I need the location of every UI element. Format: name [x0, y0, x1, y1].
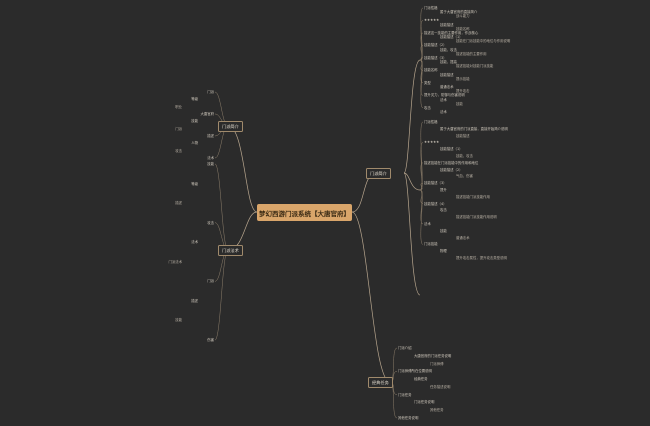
tr-mid_lines-item: 气血、伤害	[456, 174, 473, 179]
tr-mid_lines-item: 门派性格	[424, 120, 438, 124]
tr-mid_lines-item: 描述技能在门派技能中的作用和地位	[424, 160, 479, 165]
tr-lines-item: 技能描述（2）	[424, 43, 447, 48]
tr-lines-item: 提示技能	[456, 76, 470, 81]
tr-lines-item: 法术	[440, 110, 447, 114]
bl-lines-item: 门派	[207, 279, 214, 284]
tl-lines-item: 攻击	[175, 148, 182, 153]
tr-lines-item: 类型	[424, 80, 431, 85]
tr-lines-item: 技能描述	[440, 22, 454, 27]
tr-lines-item: 普通法术	[440, 85, 454, 90]
tr-mid_lines-item: 提升攻击属性，提升攻击类型说明	[456, 256, 507, 260]
tl-lines-item: 职业	[175, 104, 182, 109]
tr-mid_lines-item: ★★★★★	[424, 140, 440, 145]
bl-lines-item: 描述	[191, 298, 198, 303]
branch-menpai-fashu[interactable]: 门派法术	[218, 245, 243, 256]
br-lines-item: 门派师傅所在位置说明	[398, 369, 432, 374]
tr-lines-item: 属于大唐官府的直接简介	[440, 10, 478, 15]
tl-lines-item: 人物	[191, 141, 198, 146]
tr-mid_lines-item: 技能描述（1）	[440, 147, 463, 152]
connector	[419, 45, 424, 61]
branch-jingdian-renwu[interactable]: 经典任务	[368, 377, 393, 388]
br-lines-item: 大唐官府的门派任务说明	[414, 353, 452, 358]
tr-mid_lines-item: 技能描述（4）	[424, 201, 447, 206]
bl-lines-item: 伤害	[207, 338, 214, 342]
tr-lines-item: 技能描述（1）	[440, 35, 463, 40]
tr-mid_lines-item: 技能描述（2）	[440, 167, 463, 172]
connector	[419, 121, 424, 191]
connector	[419, 142, 424, 191]
br-lines-item: 其他任务	[430, 408, 444, 413]
br-lines-item: 门派任务说明	[414, 400, 435, 405]
tr-lines-item: 攻击	[424, 105, 431, 110]
bl-lines-item: 门派法术	[168, 259, 182, 264]
connector	[419, 182, 424, 191]
tl-lines-item: 技能	[191, 119, 198, 124]
branch-menpai-jianjie-right[interactable]: 门派简介	[366, 168, 391, 179]
connector	[419, 189, 424, 245]
tr-lines-item: 描述技能对技能门派技能	[456, 64, 494, 69]
tl-lines-item: 门派	[175, 126, 182, 131]
tr-mid_lines-item: 普通法术	[456, 235, 470, 240]
br-lines-item: 门派师傅	[430, 361, 444, 366]
bl-lines-item: 攻击	[207, 220, 214, 225]
tr-lines-item: 技能、提高	[440, 60, 457, 65]
tr-lines-item: 描述这一技能的主要作用，作战核心	[424, 30, 479, 35]
tr-lines-item: 法术	[440, 97, 447, 102]
tr-mid_lines-item: 法术	[424, 222, 431, 226]
tr-mid_lines-item: 技能描述（3）	[424, 181, 447, 186]
tr-mid_lines-item: 属于大唐官府的门派直接，直接开始简介说明	[440, 126, 508, 131]
tr-lines-item: 技能描述	[440, 72, 454, 77]
tr-mid_lines-item: 物理	[440, 249, 447, 254]
tr-lines-item: 提升攻击	[456, 89, 470, 94]
tl-lines-item: 门派	[207, 90, 214, 94]
tl-lines-item: 等级	[191, 97, 198, 102]
tr-mid_lines-item: 描述技能门派技能作用	[456, 194, 490, 199]
tl-lines-item: 描述	[207, 134, 214, 138]
tr-lines-item: 提升灵力，防御与伤害说明	[424, 93, 465, 98]
tr-lines-item: 技能名称	[424, 68, 438, 73]
tl-lines-item: 法术	[207, 156, 214, 160]
br-lines-item: 经典任务	[414, 377, 428, 382]
tr-lines-item: 技能名称	[456, 26, 470, 31]
br-lines-item: 门派任务	[398, 392, 412, 397]
connector	[419, 59, 424, 109]
tr-lines-item: ★★★★★	[424, 18, 440, 23]
tr-lines-item: 技能在门派技能中的地位与作用说明	[456, 39, 511, 44]
bl-lines-item: 技能	[175, 318, 182, 323]
bl-lines-item: 描述	[175, 201, 182, 206]
connector	[214, 249, 229, 341]
br-lines-item: 其他任务说明	[398, 416, 419, 420]
connector	[419, 20, 424, 61]
tr-mid_lines-item: 门派技能	[424, 242, 438, 247]
tr-lines-item: 技能、攻击	[440, 47, 457, 52]
tr-mid_lines-item: 攻击	[440, 208, 447, 213]
bl-lines-item: 等级	[191, 181, 198, 186]
bl-lines-item: 技能	[207, 162, 214, 166]
connector	[419, 162, 424, 191]
tl-lines-item: 大唐官府	[200, 112, 214, 116]
tr-mid_lines-item: 描述技能门派技能作用说明	[456, 215, 497, 220]
tr-mid_lines-item: 技能、攻击	[456, 154, 473, 158]
branch-menpai-jianjie-left[interactable]: 门派简介	[218, 121, 243, 132]
tr-lines-item: 技能	[456, 101, 463, 106]
br-lines-item: 任务描述说明	[430, 384, 451, 389]
tr-lines-item: 门派性格	[424, 6, 438, 10]
connector	[419, 32, 424, 61]
bl-lines-item: 法术	[191, 240, 198, 245]
tr-lines-item: 战斗能力	[456, 14, 470, 19]
root-node[interactable]: 梦幻西游门派系统【大唐官府】	[257, 204, 352, 221]
br-lines-item: 门派介绍	[398, 346, 412, 350]
tr-mid_lines-item: 技能描述	[456, 133, 470, 138]
tr-mid_lines-item: 技能	[440, 228, 447, 233]
tr-lines-item: 描述技能的主要作用	[456, 51, 487, 56]
tr-mid_lines-item: 提升	[440, 188, 447, 192]
tr-lines-item: 技能描述（3）	[424, 55, 447, 60]
